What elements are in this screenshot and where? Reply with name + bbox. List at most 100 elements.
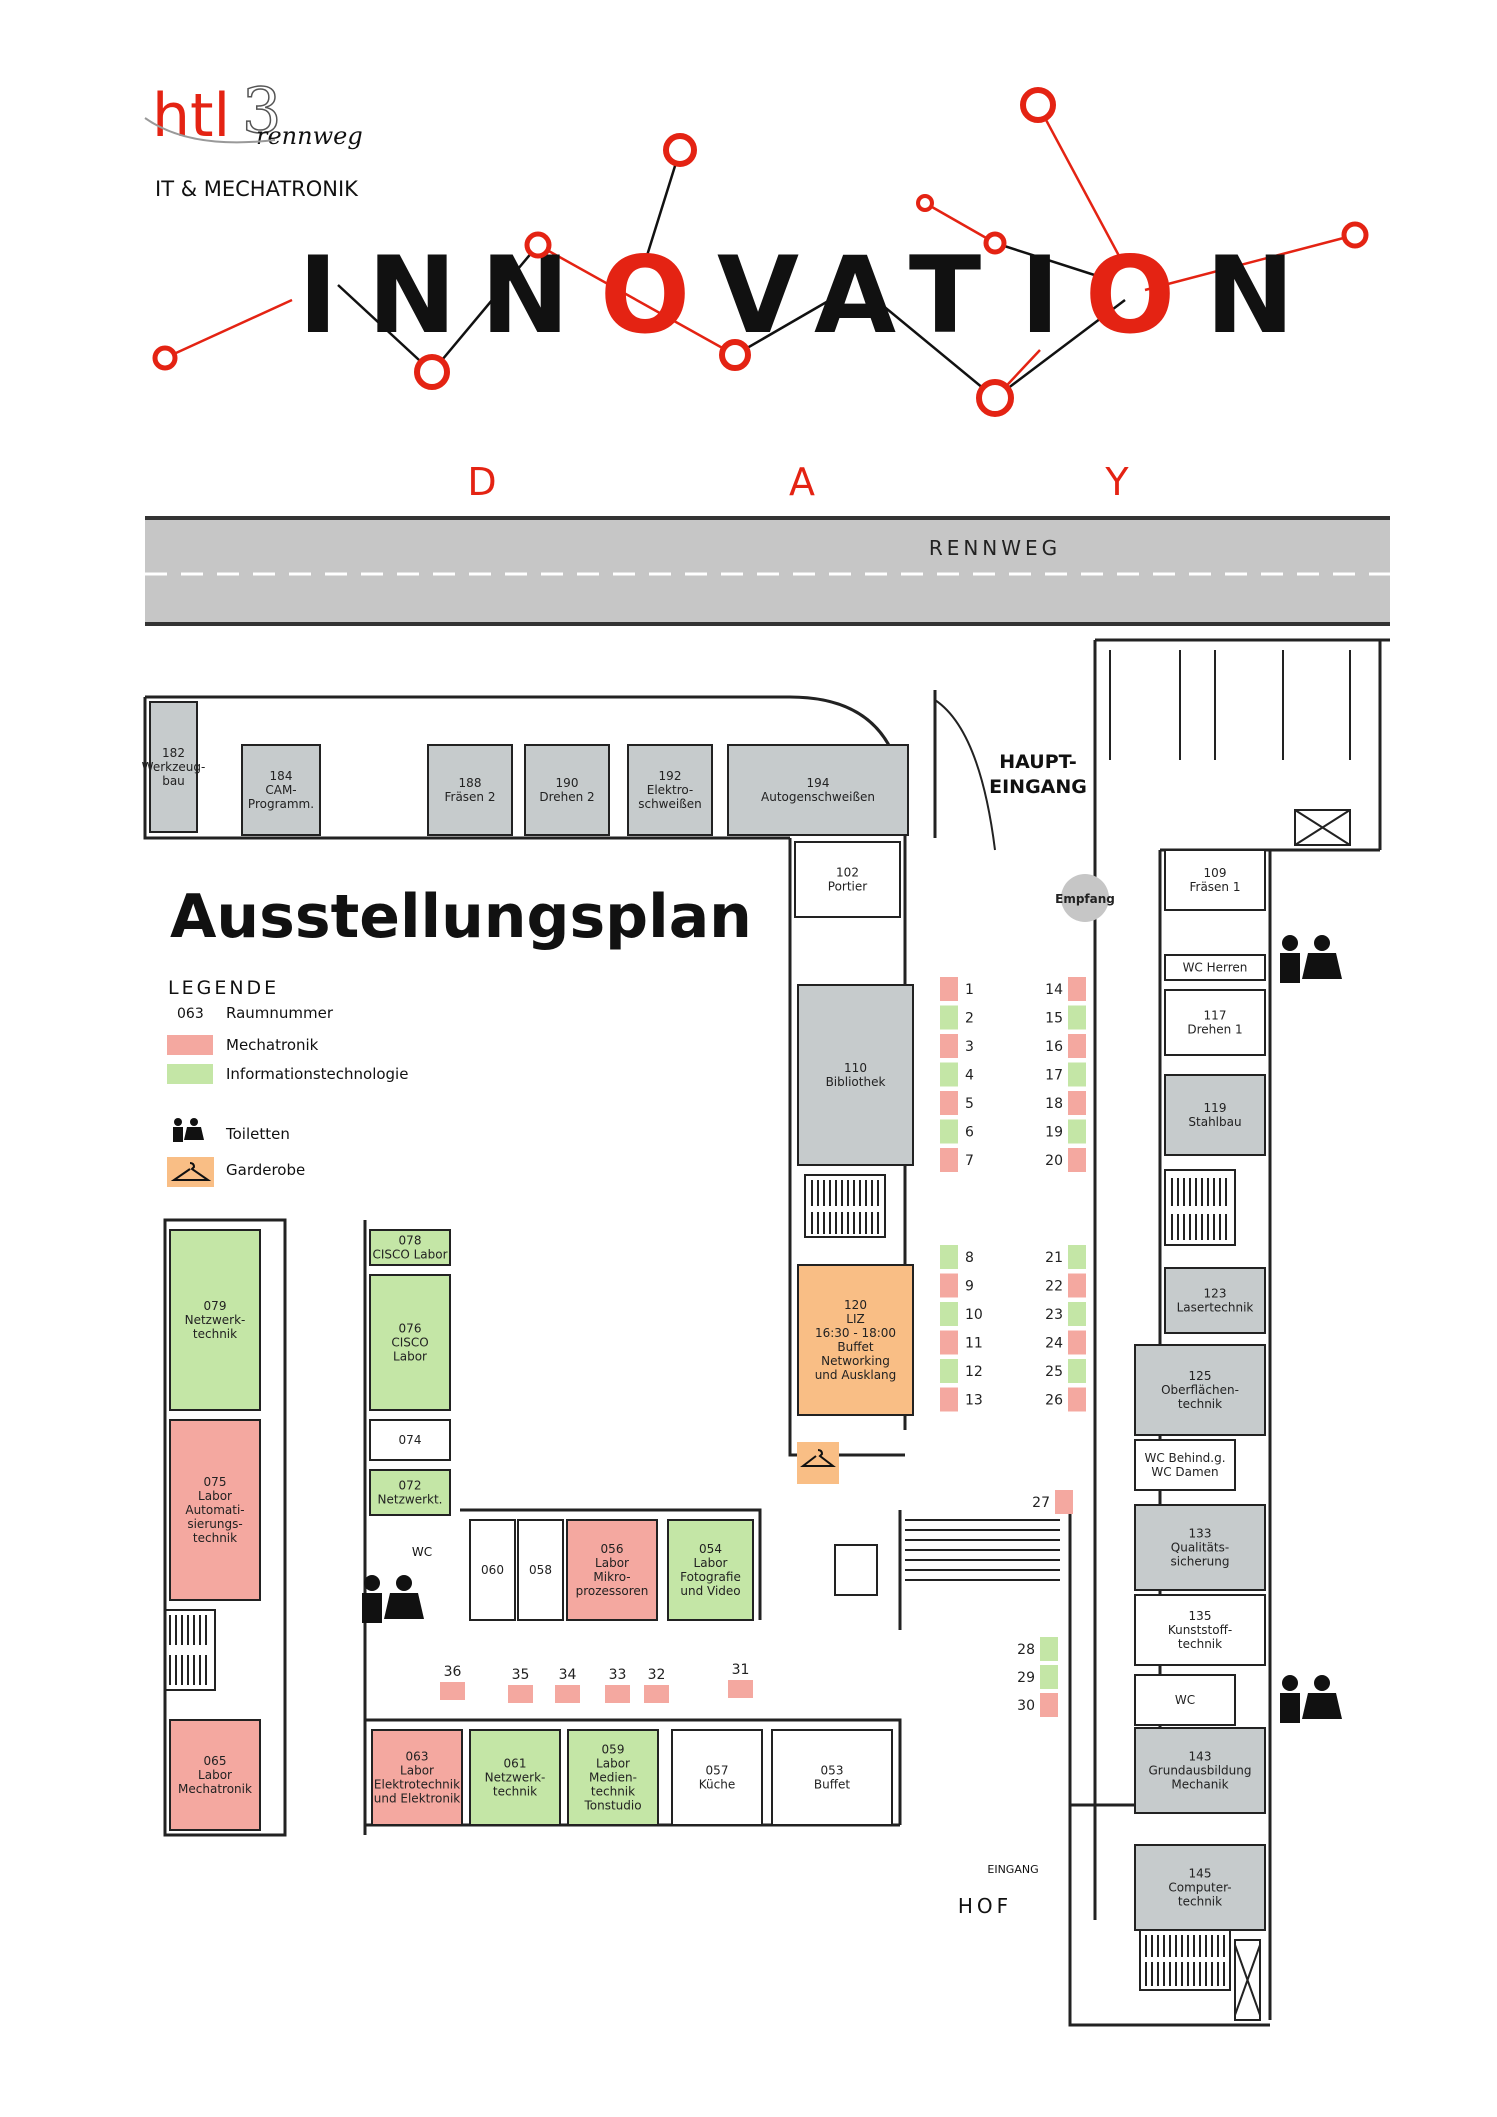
room-label: 125	[1189, 1369, 1212, 1383]
stand-marker	[940, 1119, 958, 1144]
stand-marker	[940, 977, 958, 1001]
room-fill	[524, 744, 610, 836]
letter-o: O	[600, 234, 690, 357]
letter-y: Y	[1104, 460, 1129, 504]
stand-5: 5	[940, 1091, 974, 1115]
room-label: Portier	[828, 880, 868, 894]
stand-marker	[1068, 1359, 1086, 1383]
room-fill	[1134, 1844, 1266, 1931]
logo-rennweg: rennweg	[256, 122, 363, 150]
letter-v: V	[717, 234, 799, 357]
room-label: und Video	[680, 1584, 740, 1598]
room-label: 133	[1189, 1527, 1212, 1541]
room-label: 117	[1204, 1009, 1227, 1023]
room-label: 123	[1204, 1287, 1227, 1301]
room-label: 102	[836, 866, 859, 880]
stand-number: 30	[1017, 1698, 1035, 1714]
room-label: Automati-	[185, 1503, 244, 1517]
room-label: sicherung	[1171, 1555, 1230, 1569]
room-label: 057	[706, 1764, 729, 1778]
stand-17: 17	[1045, 1062, 1086, 1087]
room-label: Networking	[821, 1354, 890, 1368]
stand-31: 31	[728, 1662, 753, 1698]
stand-number: 16	[1045, 1039, 1063, 1055]
room-label: 063	[406, 1750, 429, 1764]
room-fill	[427, 744, 513, 836]
room-fill	[369, 1229, 451, 1266]
stand-number: 20	[1045, 1153, 1063, 1169]
stand-35: 35	[508, 1667, 533, 1703]
stand-20: 20	[1045, 1148, 1086, 1172]
stand-marker	[1068, 1302, 1086, 1326]
stand-19: 19	[1045, 1119, 1086, 1144]
stand-number: 6	[965, 1125, 974, 1141]
room-label: technik	[493, 1785, 537, 1799]
room-label: 190	[556, 776, 579, 790]
room-fill	[169, 1229, 261, 1411]
letter-d: D	[467, 460, 496, 504]
stand-marker	[1068, 1330, 1086, 1355]
stand-15: 15	[1045, 1005, 1086, 1030]
room-label: Labor	[393, 1350, 427, 1364]
stand-34: 34	[555, 1667, 580, 1703]
letter-o: O	[1085, 234, 1175, 357]
stand-number: 23	[1045, 1307, 1063, 1323]
room-fill	[1134, 1344, 1266, 1436]
room-label: Grundausbildung	[1148, 1764, 1251, 1778]
stand-marker	[940, 1091, 958, 1115]
room-label: Buffet	[837, 1340, 873, 1354]
legend: LEGENDE 063 Raumnummer Mechatronik Infor…	[167, 977, 408, 1187]
stand-7: 7	[940, 1148, 974, 1172]
room-058: 058	[517, 1519, 564, 1621]
stand-25: 25	[1045, 1359, 1086, 1383]
legend-room-sample: 063	[177, 1006, 204, 1022]
room-fill	[149, 701, 198, 833]
letter-i: I	[1020, 234, 1059, 357]
stand-8: 8	[940, 1245, 974, 1269]
room-label: technik	[1178, 1637, 1222, 1651]
room-fill	[169, 1719, 261, 1831]
room-label: Werkzeug-	[142, 760, 206, 774]
room-label: 16:30 - 18:00	[815, 1326, 896, 1340]
room-label: 192	[659, 769, 682, 783]
stand-18: 18	[1045, 1091, 1086, 1115]
room-label: 053	[821, 1764, 844, 1778]
room-label: Lasertechnik	[1177, 1301, 1254, 1315]
room-label: Oberflächen-	[1161, 1383, 1239, 1397]
room-label: 076	[399, 1322, 422, 1336]
room-fill	[1134, 1439, 1236, 1491]
room-label: 078	[399, 1234, 422, 1248]
stairs	[164, 809, 1351, 2021]
wc-label: WC	[412, 1545, 432, 1559]
letter-a: A	[789, 460, 815, 504]
room-fill	[797, 984, 914, 1166]
room-label: Drehen 2	[539, 790, 594, 804]
stand-marker	[605, 1685, 630, 1703]
stand-marker	[1068, 1062, 1086, 1087]
room-label: Küche	[699, 1778, 735, 1792]
room-label: Mechanik	[1171, 1778, 1228, 1792]
stand-number: 22	[1045, 1279, 1063, 1295]
letter-i: I	[298, 234, 337, 357]
room-fill	[371, 1729, 463, 1826]
hanger-icon	[170, 1162, 212, 1181]
legend-it-label: Informationstechnologie	[226, 1065, 408, 1083]
stand-number: 34	[559, 1667, 577, 1683]
stand-22: 22	[1045, 1273, 1086, 1298]
room-label: Computer-	[1168, 1881, 1231, 1895]
room-fill	[1134, 1504, 1266, 1591]
map-title: Ausstellungsplan	[170, 882, 752, 952]
stand-number: 17	[1045, 1068, 1063, 1084]
stand-marker	[728, 1680, 753, 1698]
stand-marker	[1040, 1637, 1058, 1661]
